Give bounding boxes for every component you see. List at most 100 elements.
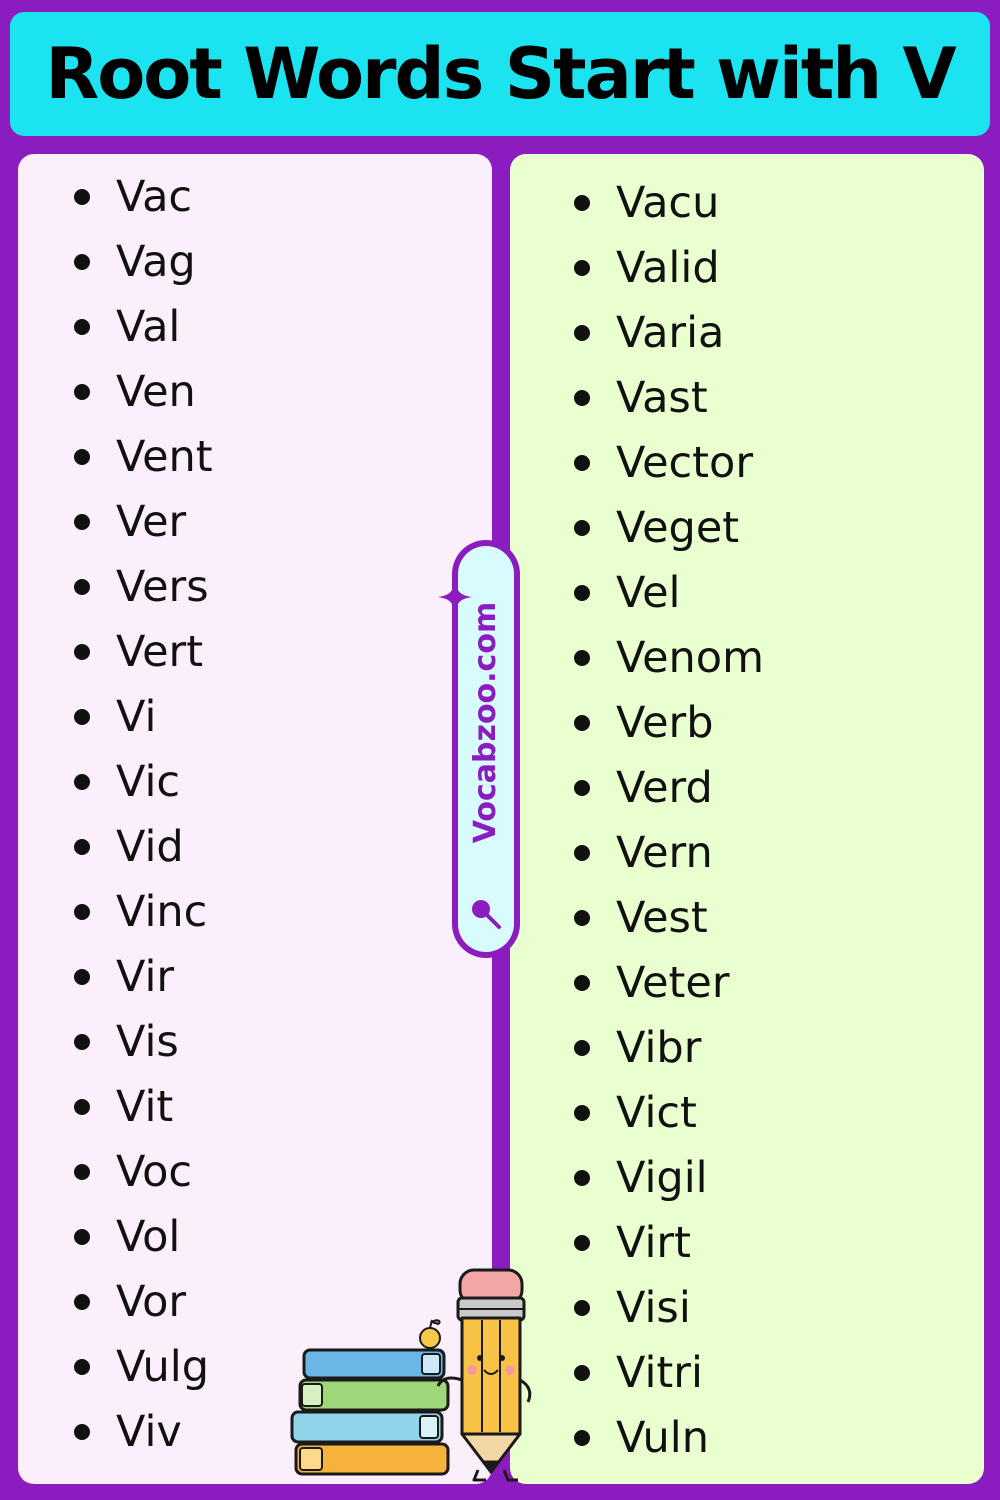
word-text: Vor (116, 1276, 187, 1327)
word-text: Vi (116, 691, 157, 742)
bullet-icon (74, 448, 90, 465)
word-list-item: Vulg (74, 1334, 213, 1399)
bullet-icon (574, 1299, 590, 1316)
word-text: Vit (116, 1081, 174, 1132)
word-list-item: Vol (74, 1204, 213, 1269)
bullet-icon (74, 383, 90, 400)
word-text: Varia (616, 307, 725, 358)
word-text: Verd (616, 762, 713, 813)
word-text: Vol (116, 1211, 181, 1262)
word-list-item: Vector (574, 430, 764, 495)
word-list-item: Vel (574, 560, 764, 625)
word-list-item: Verb (574, 690, 764, 755)
word-list-item: Vir (74, 944, 213, 1009)
word-text: Vector (616, 437, 754, 488)
word-list-item: Vac (74, 164, 213, 229)
bullet-icon (574, 844, 590, 861)
bullet-icon (74, 253, 90, 270)
bullet-icon (574, 519, 590, 536)
word-list-item: Visi (574, 1275, 764, 1340)
word-text: Vitri (616, 1347, 703, 1398)
word-list-item: Vigil (574, 1145, 764, 1210)
word-text: Vag (116, 236, 196, 287)
word-list-item: Virt (574, 1210, 764, 1275)
word-list-item: Vibr (574, 1015, 764, 1080)
word-list-item: Varia (574, 300, 764, 365)
brand-badge-inner: Vocabzoo.com (458, 546, 514, 952)
word-list-item: Vi (74, 684, 213, 749)
word-text: Vulg (116, 1341, 209, 1392)
bullet-icon (574, 1429, 590, 1446)
bullet-icon (574, 1364, 590, 1381)
word-text: Verb (616, 697, 714, 748)
bullet-icon (574, 714, 590, 731)
word-list-item: Vict (574, 1080, 764, 1145)
word-list-item: Vitri (574, 1340, 764, 1405)
bullet-icon (574, 324, 590, 341)
bullet-icon (574, 1169, 590, 1186)
bullet-icon (74, 578, 90, 595)
bullet-icon (74, 773, 90, 790)
word-list-item: Vast (574, 365, 764, 430)
bullet-icon (574, 909, 590, 926)
word-list-item: Vis (74, 1009, 213, 1074)
word-text: Vel (616, 567, 681, 618)
bullet-icon (74, 1358, 90, 1375)
word-text: Vac (116, 171, 193, 222)
word-list-item: Venom (574, 625, 764, 690)
bullet-icon (74, 188, 90, 205)
word-list-item: Vert (74, 619, 213, 684)
word-list-item: Ven (74, 359, 213, 424)
bullet-icon (574, 389, 590, 406)
bullet-icon (74, 708, 90, 725)
word-list-item: Vacu (574, 170, 764, 235)
word-list-item: Val (74, 294, 213, 359)
word-text: Vert (116, 626, 204, 677)
word-text: Valid (616, 242, 720, 293)
title-banner: Root Words Start with V (10, 12, 990, 136)
bullet-icon (574, 584, 590, 601)
bullet-icon (574, 649, 590, 666)
bullet-icon (74, 513, 90, 530)
word-text: Vid (116, 821, 184, 872)
word-text: Vest (616, 892, 708, 943)
word-list-item: Vers (74, 554, 213, 619)
word-list-item: Verd (574, 755, 764, 820)
book-stack-icon (290, 1348, 450, 1476)
word-text: Vict (616, 1087, 697, 1138)
word-list-item: Vic (74, 749, 213, 814)
bullet-icon (574, 194, 590, 211)
word-text: Visi (616, 1282, 691, 1333)
word-text: Voc (116, 1146, 193, 1197)
bullet-icon (574, 779, 590, 796)
word-text: Vent (116, 431, 213, 482)
word-text: Vir (116, 951, 175, 1002)
word-list-item: Vern (574, 820, 764, 885)
bullet-icon (74, 903, 90, 920)
word-list-item: Viv (74, 1399, 213, 1464)
bullet-icon (74, 1163, 90, 1180)
bullet-icon (74, 968, 90, 985)
word-list-item: Voc (74, 1139, 213, 1204)
bullet-icon (574, 974, 590, 991)
word-list-item: Vid (74, 814, 213, 879)
word-text: Vern (616, 827, 713, 878)
bullet-icon (74, 318, 90, 335)
word-text: Vacu (616, 177, 720, 228)
word-text: Virt (616, 1217, 691, 1268)
bullet-icon (574, 1234, 590, 1251)
pencil-mascot-icon (436, 1268, 532, 1482)
apple-icon (419, 1319, 441, 1349)
word-text: Vuln (616, 1412, 709, 1463)
word-list-item: Vest (574, 885, 764, 950)
word-text: Vast (616, 372, 708, 423)
word-list-item: Vit (74, 1074, 213, 1139)
bullet-icon (574, 1039, 590, 1056)
bullet-icon (574, 1104, 590, 1121)
bullet-icon (74, 643, 90, 660)
word-text: Vinc (116, 886, 208, 937)
bullet-icon (74, 1228, 90, 1245)
word-text: Veget (616, 502, 740, 553)
